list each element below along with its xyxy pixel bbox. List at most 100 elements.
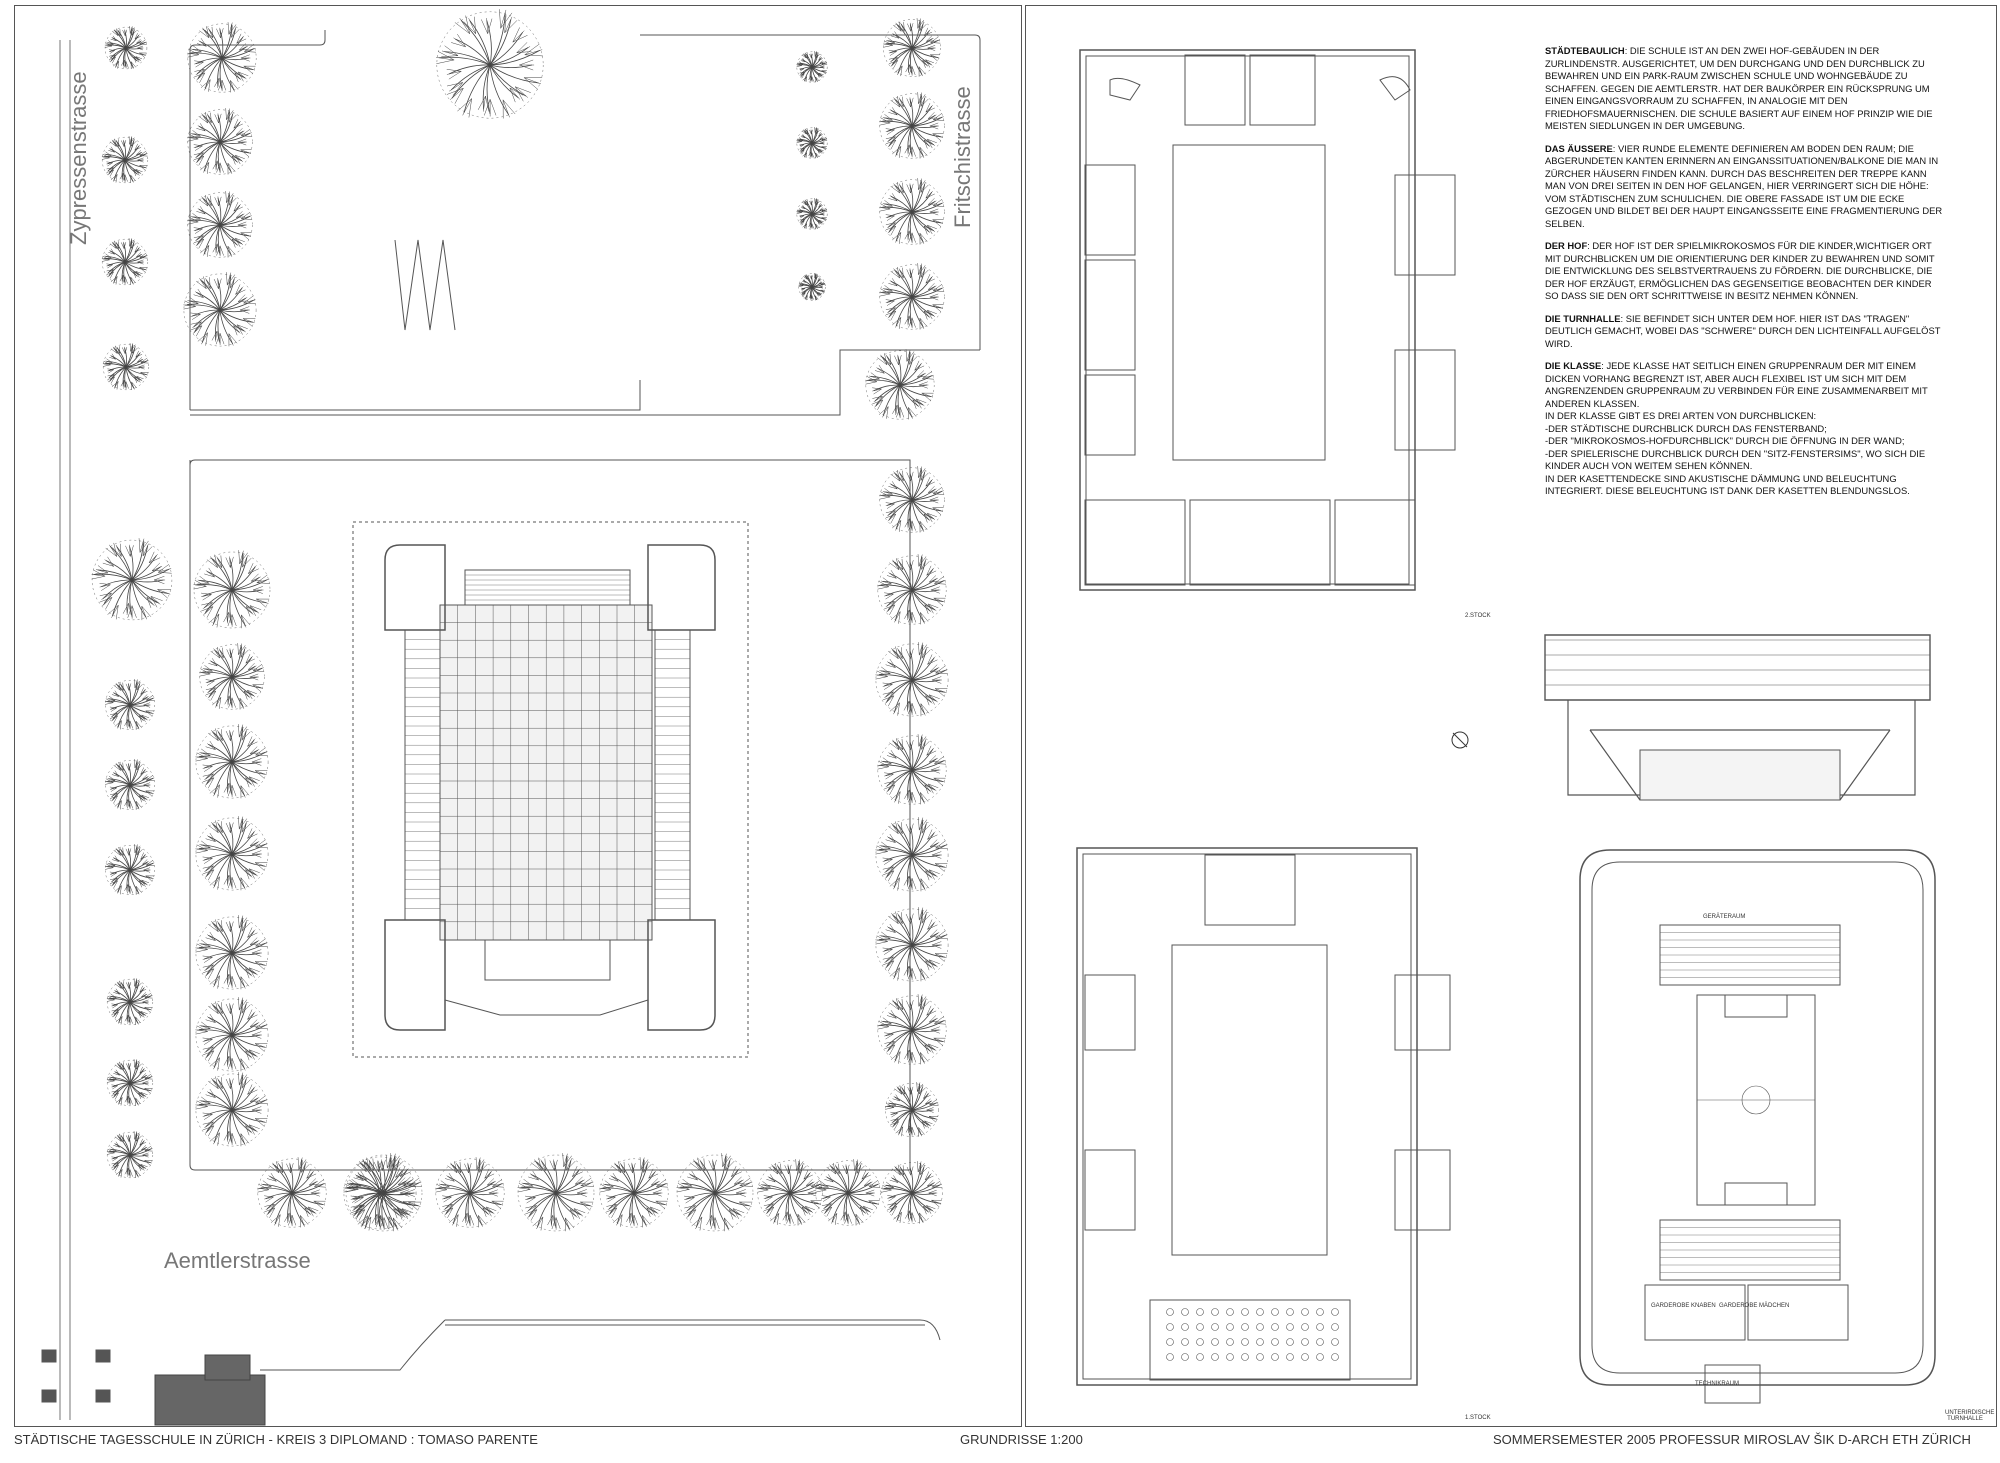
seat [1196,1308,1204,1316]
site-boundary [189,459,911,1171]
seat [1331,1323,1339,1331]
north-arrow-line [1452,732,1468,748]
geraeteraum-label: GERÄTERAUM [1703,914,1746,920]
rear-stair [484,939,611,981]
small-structure [95,1349,111,1363]
seat [1316,1353,1324,1361]
tree-icon [757,1159,823,1226]
second-floor-label: 2.STOCK [1465,613,1491,619]
seat [1256,1338,1264,1346]
seat [1241,1323,1249,1331]
classroom [1394,174,1456,276]
seat [1226,1353,1234,1361]
garderobe-girls-label: GARDEROBE MÄDCHEN [1719,1303,1790,1309]
tree-icon [676,1153,754,1232]
street-label-zypressenstrasse: Zypressenstrasse [66,71,91,245]
classroom [1084,259,1136,371]
seat [1301,1338,1309,1346]
gym-inner [1591,861,1924,1374]
para-turnhalle: DIE TURNHALLE: SIE BEFINDET SICH UNTER D… [1545,313,1945,351]
seat [1271,1353,1279,1361]
hall [1149,1299,1351,1381]
para-heading: STÄDTEBAULICH [1545,45,1625,56]
tree-icon [257,1157,327,1228]
tree-icon [187,108,253,175]
para-klasse: DIE KLASSE: JEDE KLASSE HAT SEITLICH EIN… [1545,360,1945,498]
tree-icon [796,198,828,230]
tree-icon [187,191,253,258]
seat [1226,1338,1234,1346]
tree-icon [879,92,945,159]
classroom [1394,974,1451,1051]
classroom [1084,374,1136,456]
para-heading: DAS ÄUSSERE [1545,142,1613,154]
tree-icon [435,1157,505,1228]
seat [1256,1323,1264,1331]
tree-icon [517,1153,595,1232]
room [1334,499,1416,586]
para-hof: DER HOF: DER HOF IST DER SPIELMIKROKOSMO… [1545,240,1945,303]
classroom [1084,164,1136,256]
tree-icon [798,273,826,301]
side-stair [654,629,691,921]
first-floor-label: 1.STOCK [1465,1415,1491,1421]
floor-plan-2nd [1079,49,1416,591]
tree-icon [796,127,828,159]
section-upper [1544,634,1931,701]
seat [1301,1308,1309,1316]
tree-icon [343,1155,417,1230]
path-line [260,1319,446,1371]
seat [1331,1353,1339,1361]
seat [1166,1323,1174,1331]
klasse-line: -DER "MIKROKOSMOS-HOFDURCHBLICK" DURCH D… [1545,435,1905,446]
floor-plans-panel [1025,5,1997,1427]
seat [1196,1353,1204,1361]
seat [1286,1323,1294,1331]
tree-icon [796,51,828,83]
seat [1316,1338,1324,1346]
building-footprint-outline [352,521,749,1058]
classroom [1084,1149,1136,1231]
floor-plan-1st-inner [1082,853,1412,1380]
tree-icon [104,26,148,70]
seat [1241,1338,1249,1346]
street-label-aemtlerstrasse: Aemtlerstrasse [164,1248,311,1273]
tree-icon [104,679,155,730]
gym-box [1724,994,1788,1018]
seat [1286,1353,1294,1361]
floor-plan-2nd-inner [1085,55,1410,585]
tree-icon [875,642,949,717]
floor-plan-1st [1076,847,1418,1386]
street-edge [59,40,71,1420]
tree-icon [436,9,544,119]
seat [1286,1338,1294,1346]
tree-icon [879,178,945,245]
gym-box [1724,1182,1788,1206]
tree-icon [885,1082,939,1137]
gym-centre-circle [1741,1085,1771,1115]
street-label-fritschistrasse: Fritschistrasse [950,86,975,228]
tree-icon [104,844,155,895]
klasse-line: -DER STÄDTISCHE DURCHBLICK DURCH DAS FEN… [1545,422,1827,434]
seat [1181,1338,1189,1346]
tree-icon [875,817,949,892]
seat [1316,1323,1324,1331]
tree-icon [101,238,148,285]
seat [1211,1338,1219,1346]
small-structure [41,1349,57,1363]
seat [1256,1353,1264,1361]
seat [1166,1353,1174,1361]
basement-label: UNTERIRDISCHE TURNHALLE [1945,1410,1995,1422]
tree-icon [91,538,173,621]
tree-icon [183,272,257,347]
footer-project-title: STÄDTISCHE TAGESSCHULE IN ZÜRICH - KREIS… [14,1432,538,1447]
neighbour-building [204,1354,251,1381]
technik-room [1704,1364,1761,1404]
courtyard-1st [1171,944,1328,1256]
neighbour-building [154,1374,266,1426]
seat [1226,1323,1234,1331]
seat [1271,1323,1279,1331]
room [1184,54,1246,126]
tree-icon [106,1059,153,1106]
tree-icon [106,978,153,1026]
